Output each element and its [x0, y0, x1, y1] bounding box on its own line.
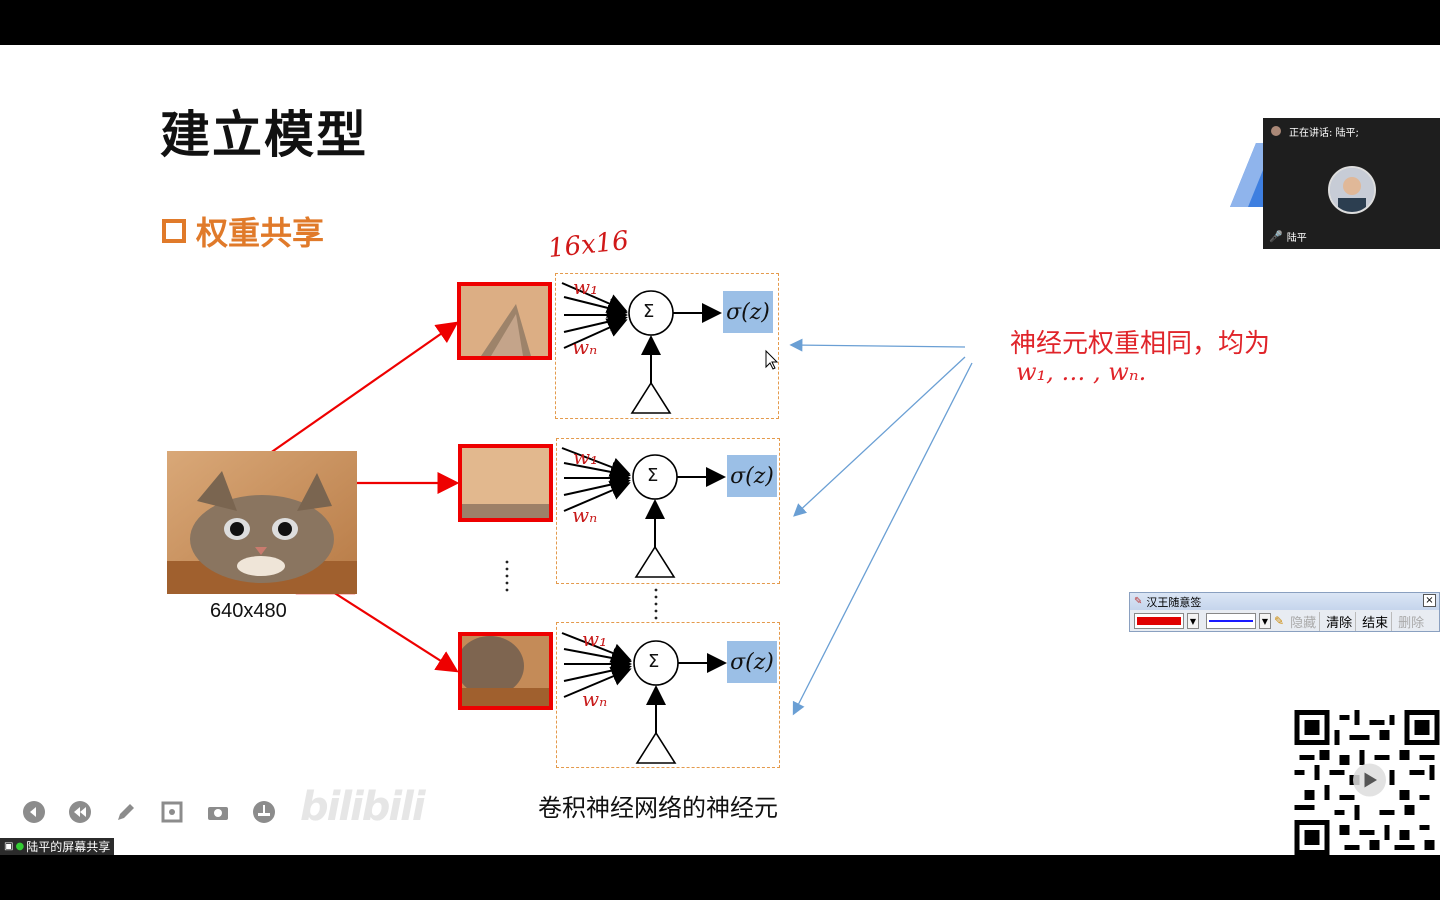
pen-icon[interactable] — [114, 800, 138, 824]
hide-button[interactable]: 隐藏 — [1287, 612, 1320, 631]
ellipsis-dots-2 — [655, 589, 658, 620]
settings-icon[interactable] — [252, 800, 276, 824]
shared-weight-note: 神经元权重相同，均为 — [1010, 323, 1270, 360]
ellipsis-dots — [506, 561, 509, 592]
image-patch-2 — [458, 444, 553, 522]
blue-arrow-1 — [792, 345, 965, 347]
neuron-3-w-top: w₁ — [582, 627, 607, 651]
figure-caption: 卷积神经网络的神经元 — [538, 788, 778, 823]
chevron-down-icon[interactable]: ▼ — [1187, 613, 1199, 629]
neuron-1-w-top: w₁ — [573, 275, 598, 299]
participant-name: 陆平 — [1287, 229, 1307, 244]
annotation-toolbar[interactable]: ✎ 汉王随意签 × ▼ ▼ ✎ 隐藏 清除 结束 删除 — [1129, 592, 1440, 632]
qr-code — [1294, 710, 1440, 855]
chevron-down-icon[interactable]: ▼ — [1259, 613, 1271, 629]
pencil-icon[interactable]: ✎ — [1274, 614, 1284, 628]
annotation-toolbar-title: 汉王随意签 — [1146, 594, 1201, 610]
end-button[interactable]: 结束 — [1359, 612, 1392, 631]
screenshot-icon[interactable] — [160, 800, 184, 824]
top-letterbox — [0, 0, 1440, 45]
microphone-icon: 🎤 — [1269, 230, 1283, 243]
speaking-label: 正在讲话: 陆平; — [1289, 124, 1359, 139]
rewind-icon[interactable] — [68, 800, 92, 824]
cat-image — [167, 451, 357, 594]
screen-share-icon: ▣ — [4, 841, 13, 852]
screen-share-label: ▣ ● 陆平的屏幕共享 — [0, 838, 114, 855]
speaker-icon — [1271, 126, 1281, 136]
screen-share-text: 陆平的屏幕共享 — [26, 838, 110, 855]
neuron-2-activation: σ(z) — [727, 455, 777, 497]
neuron-2-w-top: w₁ — [573, 445, 598, 469]
shared-weight-formula: w₁, … , wₙ. — [1016, 358, 1146, 386]
neuron-3-sum: Σ — [648, 651, 659, 672]
delete-button[interactable]: 删除 — [1395, 612, 1427, 631]
image-patch-3 — [458, 632, 553, 710]
pen-color-select[interactable] — [1134, 613, 1184, 629]
video-footer: 🎤 陆平 — [1269, 229, 1307, 244]
image-size-caption: 640x480 — [210, 600, 287, 623]
neuron-1-activation: σ(z) — [723, 291, 773, 333]
red-arrow-3 — [322, 585, 455, 670]
prev-icon[interactable] — [22, 800, 46, 824]
neuron-2-w-bottom: wₙ — [572, 503, 597, 527]
pen-app-icon: ✎ — [1134, 596, 1142, 607]
participant-video-panel[interactable]: 正在讲话: 陆平; 🎤 陆平 — [1263, 118, 1440, 249]
line-style-select[interactable] — [1206, 613, 1256, 629]
neuron-1-w-bottom: wₙ — [572, 335, 597, 359]
neuron-2-sum: Σ — [647, 465, 658, 486]
neuron-3-activation: σ(z) — [727, 641, 777, 683]
video-header: 正在讲话: 陆平; — [1263, 118, 1440, 144]
microphone-icon: ● — [15, 841, 24, 852]
neuron-3-w-bottom: wₙ — [582, 687, 607, 711]
annotation-toolbar-body: ▼ ▼ ✎ 隐藏 清除 结束 删除 — [1130, 610, 1439, 632]
image-patch-1 — [457, 282, 552, 360]
avatar — [1328, 166, 1376, 214]
clear-button[interactable]: 清除 — [1323, 612, 1356, 631]
blue-arrow-2 — [795, 357, 965, 515]
bilibili-watermark: bilibili — [300, 784, 424, 830]
blue-arrow-3 — [794, 363, 972, 713]
neuron-1-sum: Σ — [643, 301, 654, 322]
bottom-letterbox — [0, 855, 1440, 900]
close-icon[interactable]: × — [1423, 594, 1436, 607]
annotation-toolbar-titlebar[interactable]: ✎ 汉王随意签 × — [1130, 593, 1439, 610]
presentation-slide: 建立模型 权重共享 16x16 — [0, 45, 1440, 855]
camera-icon[interactable] — [206, 800, 230, 824]
player-controls — [22, 800, 276, 824]
